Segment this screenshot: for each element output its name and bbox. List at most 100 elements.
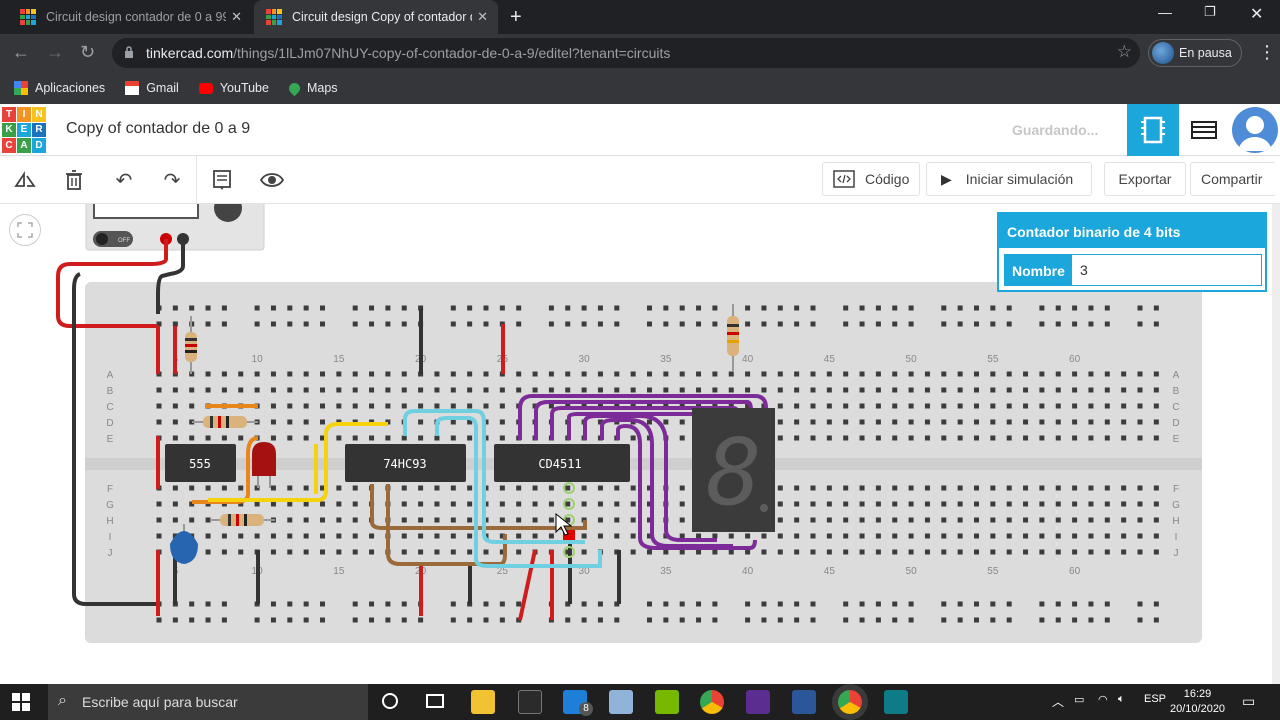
breadboard-hole[interactable] xyxy=(1104,387,1110,393)
breadboard-hole[interactable] xyxy=(777,533,783,539)
breadboard-hole[interactable] xyxy=(565,485,571,491)
breadboard-hole[interactable] xyxy=(450,549,456,555)
breadboard-hole[interactable] xyxy=(434,517,440,523)
breadboard-hole[interactable] xyxy=(369,305,375,311)
breadboard-hole[interactable] xyxy=(696,387,702,393)
breadboard-hole[interactable] xyxy=(320,371,325,377)
breadboard-hole[interactable] xyxy=(1104,403,1110,409)
breadboard-hole[interactable] xyxy=(352,517,358,523)
breadboard-hole[interactable] xyxy=(483,403,489,409)
breadboard-hole[interactable] xyxy=(548,371,554,377)
breadboard-hole[interactable] xyxy=(679,419,685,425)
breadboard-hole[interactable] xyxy=(810,549,816,555)
breadboard-hole[interactable] xyxy=(614,305,620,311)
breadboard-hole[interactable] xyxy=(761,321,767,327)
breadboard-hole[interactable] xyxy=(1039,321,1045,327)
breadboard-hole[interactable] xyxy=(597,617,603,623)
breadboard-hole[interactable] xyxy=(483,305,489,311)
breadboard-hole[interactable] xyxy=(205,371,211,377)
visual-studio-icon[interactable] xyxy=(746,690,770,714)
chart-app-icon[interactable] xyxy=(518,690,542,714)
breadboard-hole[interactable] xyxy=(597,387,603,393)
breadboard-hole[interactable] xyxy=(221,435,227,441)
breadboard-hole[interactable] xyxy=(957,435,963,441)
breadboard-hole[interactable] xyxy=(450,305,456,311)
breadboard-hole[interactable] xyxy=(156,321,162,327)
redo-icon[interactable]: ↷ xyxy=(163,169,181,192)
breadboard-hole[interactable] xyxy=(1104,419,1110,425)
breadboard-hole[interactable] xyxy=(728,371,734,377)
breadboard-hole[interactable] xyxy=(1104,501,1110,507)
breadboard-hole[interactable] xyxy=(581,371,587,377)
breadboard-hole[interactable] xyxy=(957,387,963,393)
bookmark-gmail[interactable]: Gmail xyxy=(125,81,179,95)
breadboard-hole[interactable] xyxy=(336,533,342,539)
breadboard-hole[interactable] xyxy=(189,485,195,491)
breadboard-hole[interactable] xyxy=(990,501,996,507)
breadboard-hole[interactable] xyxy=(401,305,407,311)
breadboard-hole[interactable] xyxy=(1072,435,1078,441)
breadboard-hole[interactable] xyxy=(1039,435,1045,441)
breadboard-hole[interactable] xyxy=(1153,601,1159,607)
breadboard-hole[interactable] xyxy=(1137,305,1143,311)
breadboard-hole[interactable] xyxy=(516,601,522,607)
breadboard-hole[interactable] xyxy=(843,419,849,425)
breadboard-hole[interactable] xyxy=(303,321,309,327)
breadboard-hole[interactable] xyxy=(1006,617,1012,623)
breadboard-hole[interactable] xyxy=(974,435,979,441)
breadboard-hole[interactable] xyxy=(777,371,783,377)
breadboard-hole[interactable] xyxy=(287,517,293,523)
breadboard-hole[interactable] xyxy=(663,617,669,623)
breadboard-hole[interactable] xyxy=(761,533,767,539)
breadboard-hole[interactable] xyxy=(957,617,963,623)
breadboard-hole[interactable] xyxy=(941,533,947,539)
breadboard-hole[interactable] xyxy=(1137,517,1143,523)
breadboard-hole[interactable] xyxy=(990,321,996,327)
breadboard-hole[interactable] xyxy=(369,403,375,409)
breadboard-hole[interactable] xyxy=(385,435,391,441)
breadboard-hole[interactable] xyxy=(1153,305,1159,311)
breadboard-hole[interactable] xyxy=(287,533,293,539)
breadboard-hole[interactable] xyxy=(679,533,685,539)
breadboard-hole[interactable] xyxy=(663,601,669,607)
breadboard-hole[interactable] xyxy=(385,617,391,623)
breadboard-hole[interactable] xyxy=(777,419,783,425)
breadboard-hole[interactable] xyxy=(1121,501,1127,507)
breadboard-hole[interactable] xyxy=(303,387,309,393)
breadboard-hole[interactable] xyxy=(1039,419,1045,425)
breadboard-hole[interactable] xyxy=(892,435,898,441)
breadboard-hole[interactable] xyxy=(172,435,178,441)
breadboard-hole[interactable] xyxy=(516,485,522,491)
breadboard-hole[interactable] xyxy=(156,533,162,539)
breadboard-hole[interactable] xyxy=(843,435,849,441)
breadboard-hole[interactable] xyxy=(287,387,293,393)
breadboard-hole[interactable] xyxy=(892,321,898,327)
chrome-menu-icon[interactable]: ⋮ xyxy=(1258,42,1276,62)
breadboard-hole[interactable] xyxy=(385,403,391,409)
breadboard-hole[interactable] xyxy=(597,517,603,523)
breadboard-hole[interactable] xyxy=(1121,533,1127,539)
breadboard-hole[interactable] xyxy=(548,321,554,327)
breadboard-hole[interactable] xyxy=(1137,435,1143,441)
breadboard-hole[interactable] xyxy=(892,387,898,393)
taskbar-search-input[interactable]: ⌕ Escribe aquí para buscar xyxy=(48,684,368,720)
breadboard-hole[interactable] xyxy=(663,371,669,377)
visibility-icon[interactable] xyxy=(258,166,286,194)
close-tab-icon[interactable]: ✕ xyxy=(231,9,242,24)
breadboard-hole[interactable] xyxy=(205,617,211,623)
breadboard-hole[interactable] xyxy=(238,485,244,491)
breadboard-hole[interactable] xyxy=(957,601,963,607)
breadboard-hole[interactable] xyxy=(1039,387,1045,393)
language-indicator[interactable]: ESP xyxy=(1144,693,1167,705)
breadboard-hole[interactable] xyxy=(467,419,473,425)
breadboard-hole[interactable] xyxy=(957,419,963,425)
breadboard-hole[interactable] xyxy=(450,403,456,409)
breadboard-hole[interactable] xyxy=(1072,549,1078,555)
breadboard-hole[interactable] xyxy=(1055,549,1061,555)
supply-wires[interactable] xyxy=(56,239,185,606)
breadboard-hole[interactable] xyxy=(565,305,571,311)
breadboard-hole[interactable] xyxy=(745,387,751,393)
breadboard-hole[interactable] xyxy=(401,485,407,491)
breadboard-hole[interactable] xyxy=(647,435,652,441)
breadboard-hole[interactable] xyxy=(172,321,178,327)
